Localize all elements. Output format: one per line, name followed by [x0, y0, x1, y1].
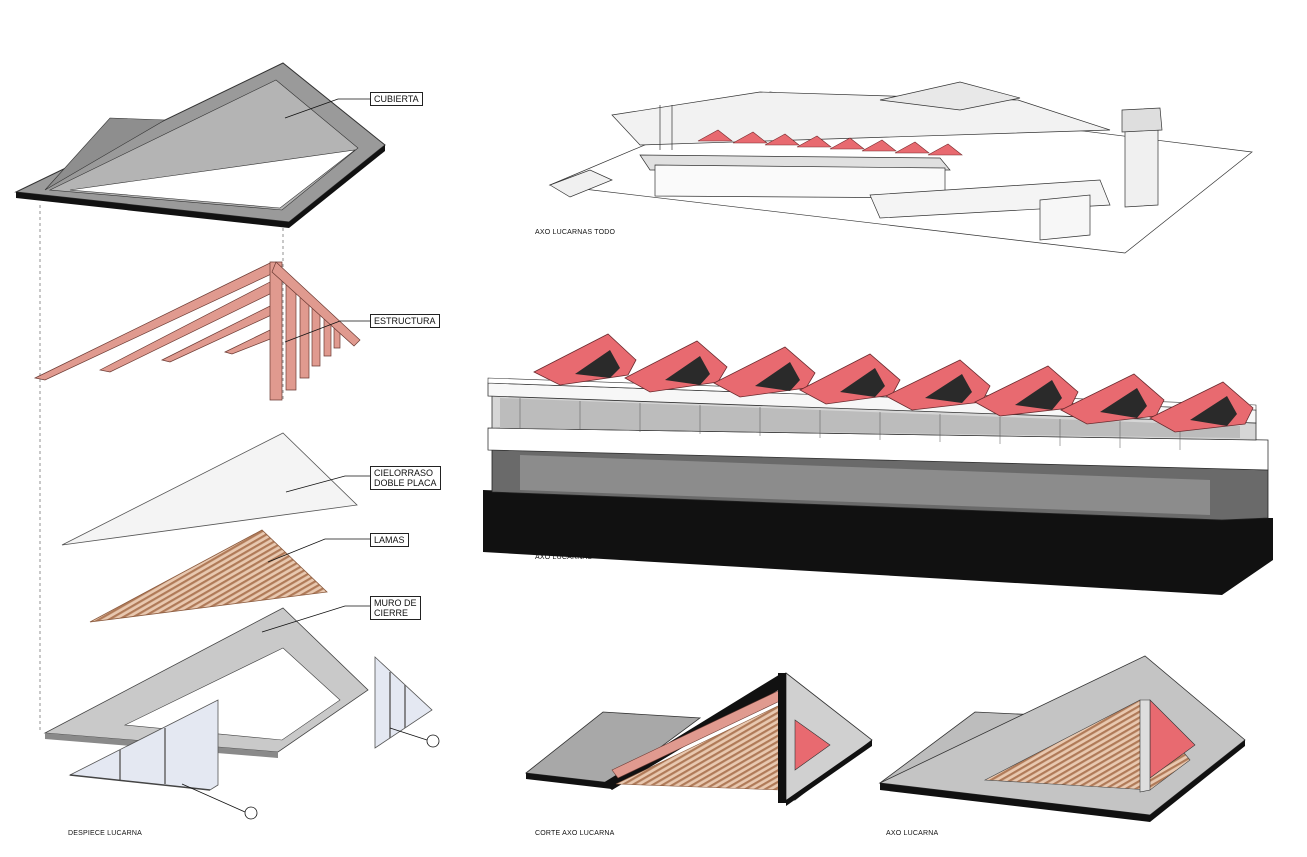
label-cubierta: CUBIERTA — [370, 92, 423, 106]
section-axo-dormer — [524, 672, 873, 806]
structure-layer — [33, 261, 361, 401]
callout-bubble — [244, 806, 258, 820]
caption-axo-lucarna: AXO LUCARNA — [886, 830, 939, 837]
label-estructura: ESTRUCTURA — [370, 314, 440, 328]
slats-layer — [89, 529, 328, 623]
ceiling-layer — [61, 432, 358, 546]
label-cielorraso: CIELORRASO DOBLE PLACA — [370, 466, 441, 490]
label-muro-de-cierre: MURO DE CIERRE — [370, 596, 421, 620]
dormer-row-axo — [483, 333, 1273, 595]
caption-axo-lucarnas: AXO LUCARNAS — [535, 554, 593, 561]
small-dormers — [697, 129, 963, 156]
exploded-dormer — [14, 62, 440, 820]
leader-lines — [261, 98, 370, 633]
caption-axo-todo: AXO LUCARNAS TODO — [535, 229, 616, 236]
caption-corte: CORTE AXO LUCARNA — [535, 830, 615, 837]
label-lamas: LAMAS — [370, 533, 409, 547]
glazing-panel-right — [374, 656, 440, 749]
roof-cover-layer — [14, 62, 386, 228]
dormer-glass — [575, 350, 1237, 426]
whole-terminal-axo — [548, 81, 1253, 254]
caption-despiece: DESPIECE LUCARNA — [68, 830, 142, 837]
dormer-axo — [878, 655, 1246, 822]
callout-bubble — [426, 734, 440, 748]
glazing-panel-left — [68, 699, 258, 820]
mullions — [519, 398, 1181, 450]
